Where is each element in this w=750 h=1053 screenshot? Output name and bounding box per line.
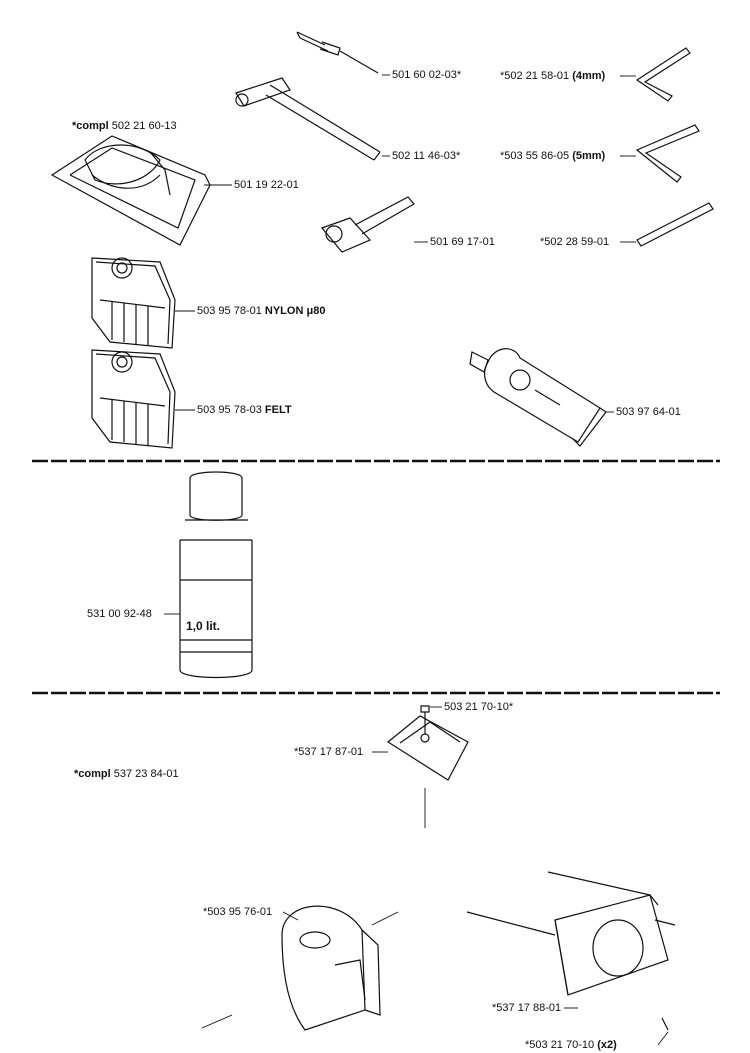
label-screw-top: 503 21 70-10* [444,701,514,713]
cover-top-drawing [386,705,469,828]
label-kit-top: *compl 502 21 60-13 [72,120,177,132]
leader-lines [164,74,669,1046]
cover-side-drawing [466,871,676,1031]
bottle-text: 1,0 lit. [186,619,221,633]
pin-drawing [636,202,714,247]
label-filter-bottom: *503 95 76-01 [203,906,273,918]
small-wrench-drawing [296,31,379,74]
label-kit-bottom: *compl 537 23 84-01 [74,768,179,780]
filter-nylon-drawing [91,257,176,349]
label-cover-side: *537 17 88-01 [492,1002,562,1014]
label-filter-nylon: 503 95 78-01 NYLON μ80 [197,305,326,317]
filter-bottom-drawing [201,905,399,1031]
label-oil-bottle: 531 00 92-48 [87,608,152,620]
label-hex-5mm: *503 55 86-05 (5mm) [500,150,606,162]
oil-bottle-drawing [179,471,253,679]
hex-key-5mm-drawing [635,124,700,183]
label-grease-tube: 503 97 64-01 [616,406,681,418]
label-wrench-small: 501 60 02-03* [392,69,462,81]
label-cover-top: *537 17 87-01 [294,746,364,758]
label-pin: *502 28 59-01 [540,236,610,248]
label-hex-4mm: *502 21 58-01 (4mm) [500,70,606,82]
label-screw-bottom: *503 21 70-10 (x2) [525,1039,617,1051]
spark-wrench-drawing [320,196,415,253]
filter-felt-drawing [91,349,176,449]
hex-key-4mm-drawing [635,47,691,102]
harness-bag-drawing [50,135,211,246]
label-filter-felt: 503 95 78-03 FELT [197,404,292,416]
label-spark-wrench: 501 69 17-01 [430,236,495,248]
label-t-wrench: 502 11 46-03* [392,150,461,162]
t-wrench-drawing [235,77,381,161]
label-harness: 501 19 22-01 [234,179,299,191]
grease-tube-drawing [469,348,607,447]
